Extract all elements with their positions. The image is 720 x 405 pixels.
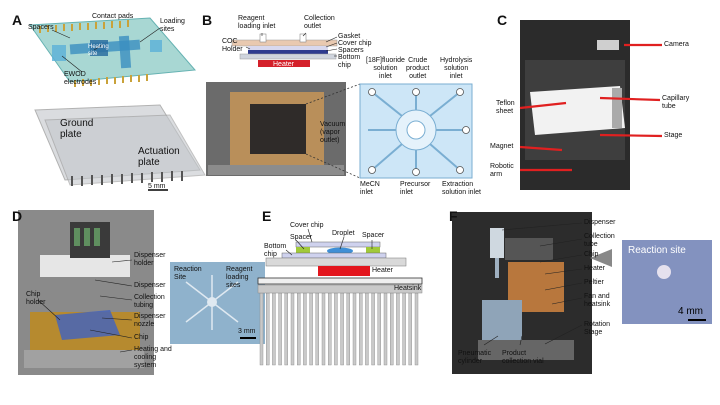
e-droplet-label: Droplet xyxy=(332,230,355,237)
f-pneumatic-label: Pneumatic cylinder xyxy=(458,350,492,365)
b-vacuum-label: Vacuum (vapor outlet) xyxy=(320,121,346,144)
c-stage-label: Stage xyxy=(664,132,683,139)
b-spacers-label: Spacers xyxy=(338,47,364,54)
heatsink-fin xyxy=(408,292,412,366)
a-loading-sites-label: Loading sites xyxy=(160,18,185,33)
a-scale-label: 5 mm xyxy=(148,183,166,190)
heatsink-fin xyxy=(309,292,313,366)
b-precursor-inlet-label: Precursor inlet xyxy=(400,181,431,196)
c-teflon-label: Teflon sheet xyxy=(496,100,515,115)
heatsink-fin xyxy=(340,292,344,366)
heatsink-fin xyxy=(365,292,369,366)
f-chip-label: Chip xyxy=(584,251,599,258)
e-cover-chip-label: Cover chip xyxy=(290,222,324,229)
a-ground-plate-label: Ground plate xyxy=(60,118,94,140)
f-scale-label: 4 mm xyxy=(678,306,703,317)
f-dispenser-label: Dispenser xyxy=(584,219,616,226)
heatsink-fin xyxy=(390,292,394,366)
c-magnet-label: Magnet xyxy=(490,143,514,150)
heatsink-fin xyxy=(352,292,357,366)
d-chip-label: Chip xyxy=(134,334,149,341)
b-gasket-label: Gasket xyxy=(338,33,361,40)
e-heatsink-label: Heatsink xyxy=(394,285,422,292)
heatsink-fin xyxy=(315,292,319,366)
d-dispenser-nozzle-label: Dispenser nozzle xyxy=(134,313,166,328)
panel-letter-a: A xyxy=(12,12,23,28)
heatsink-fin xyxy=(321,292,326,366)
heatsink-fin xyxy=(297,292,301,366)
f-reaction-site-label: Reaction site xyxy=(628,245,686,256)
heatsink-fin xyxy=(290,292,295,366)
a-heating-site-label: Heating site xyxy=(88,44,109,57)
panel-letter-e: E xyxy=(262,208,272,224)
panel-f-graphic xyxy=(452,212,712,374)
panel-b-graphic xyxy=(206,33,473,179)
leader-lines xyxy=(37,27,583,353)
heatsink-fin xyxy=(303,292,307,366)
d-collection-tubing-label: Collection tubing xyxy=(134,294,165,309)
heatsink-fin xyxy=(328,292,332,366)
b-reagent-inlet-label: Reagent loading inlet xyxy=(238,15,276,30)
a-contact-pads-label: Contact pads xyxy=(92,13,134,20)
b-heater-label: Heater xyxy=(273,61,295,68)
e-heater-label: Heater xyxy=(372,267,394,274)
heatsink-fin xyxy=(371,292,375,366)
e-spacer-right-label: Spacer xyxy=(362,232,385,239)
d-reaction-site-label: Reaction Site xyxy=(174,266,202,281)
panel-c-graphic xyxy=(519,20,663,190)
b-fluoride-inlet-label: [18F]fluoride solution inlet xyxy=(366,57,405,80)
b-coc-holder-label: COC Holder xyxy=(222,38,243,53)
a-spacers-label: Spacers xyxy=(28,24,54,31)
heatsink-fin xyxy=(334,292,338,366)
d-dispenser-holder-label: Dispenser holder xyxy=(134,252,166,267)
heatsink-fin xyxy=(346,292,350,366)
d-heating-cooling-label: Heating and cooling system xyxy=(134,346,172,369)
a-actuation-plate-label: Actuation plate xyxy=(138,146,180,168)
heatsink-fin xyxy=(377,292,381,366)
b-hydrolysis-inlet-label: Hydrolysis solution inlet xyxy=(440,57,473,80)
d-chip-holder-label: Chip holder xyxy=(26,291,46,306)
panel-letter-b: B xyxy=(202,12,213,28)
heatsink-fin xyxy=(402,292,406,366)
heatsink-fin xyxy=(266,292,270,366)
panel-a-graphic xyxy=(29,17,206,191)
f-product-vial-label: Product collection vial xyxy=(502,350,544,365)
d-dispenser-label: Dispenser xyxy=(134,282,166,289)
b-mecn-inlet-label: MeCN inlet xyxy=(360,181,380,196)
panel-d-graphic xyxy=(18,210,265,375)
heatsink-fin xyxy=(278,292,282,366)
e-spacer-left-label: Spacer xyxy=(290,234,313,241)
panel-letter-c: C xyxy=(497,12,508,28)
b-extraction-inlet-label: Extraction solution inlet xyxy=(442,181,481,196)
f-fan-heatsink-label: Fan and heatsink xyxy=(584,293,611,308)
c-robotic-arm-label: Robotic arm xyxy=(490,163,514,178)
panel-e-graphic xyxy=(257,241,423,366)
heatsink-fin xyxy=(396,292,400,366)
panel-letter-f: F xyxy=(449,208,458,224)
panel-letter-d: D xyxy=(12,208,23,224)
a-ewod-label: EWOD electrodes xyxy=(64,71,97,86)
b-bottom-chip-label: Bottom chip xyxy=(338,54,361,69)
f-collection-tube-label: Collection tube xyxy=(584,233,615,248)
heatsink-fin xyxy=(359,292,363,366)
heatsink-fin xyxy=(284,292,288,366)
e-bottom-chip-label: Bottom chip xyxy=(264,243,287,258)
b-cover-chip-label: Cover chip xyxy=(338,40,372,47)
heatsink-fin xyxy=(414,292,419,366)
b-crude-outlet-label: Crude product outlet xyxy=(406,57,430,80)
heatsink-fin xyxy=(272,292,276,366)
c-capillary-label: Capillary tube xyxy=(662,95,690,110)
d-reagent-sites-label: Reagent loading sites xyxy=(226,266,253,289)
f-peltier-label: Peltier xyxy=(584,279,604,286)
heatsink-fin xyxy=(383,292,388,366)
heatsink-fin xyxy=(259,292,264,366)
c-camera-label: Camera xyxy=(664,41,689,48)
b-collection-outlet-label: Collection outlet xyxy=(304,15,335,30)
d-scale-label: 3 mm xyxy=(238,328,256,335)
f-heater-label: Heater xyxy=(584,265,606,272)
f-rotation-stage-label: Rotation Stage xyxy=(584,321,611,336)
